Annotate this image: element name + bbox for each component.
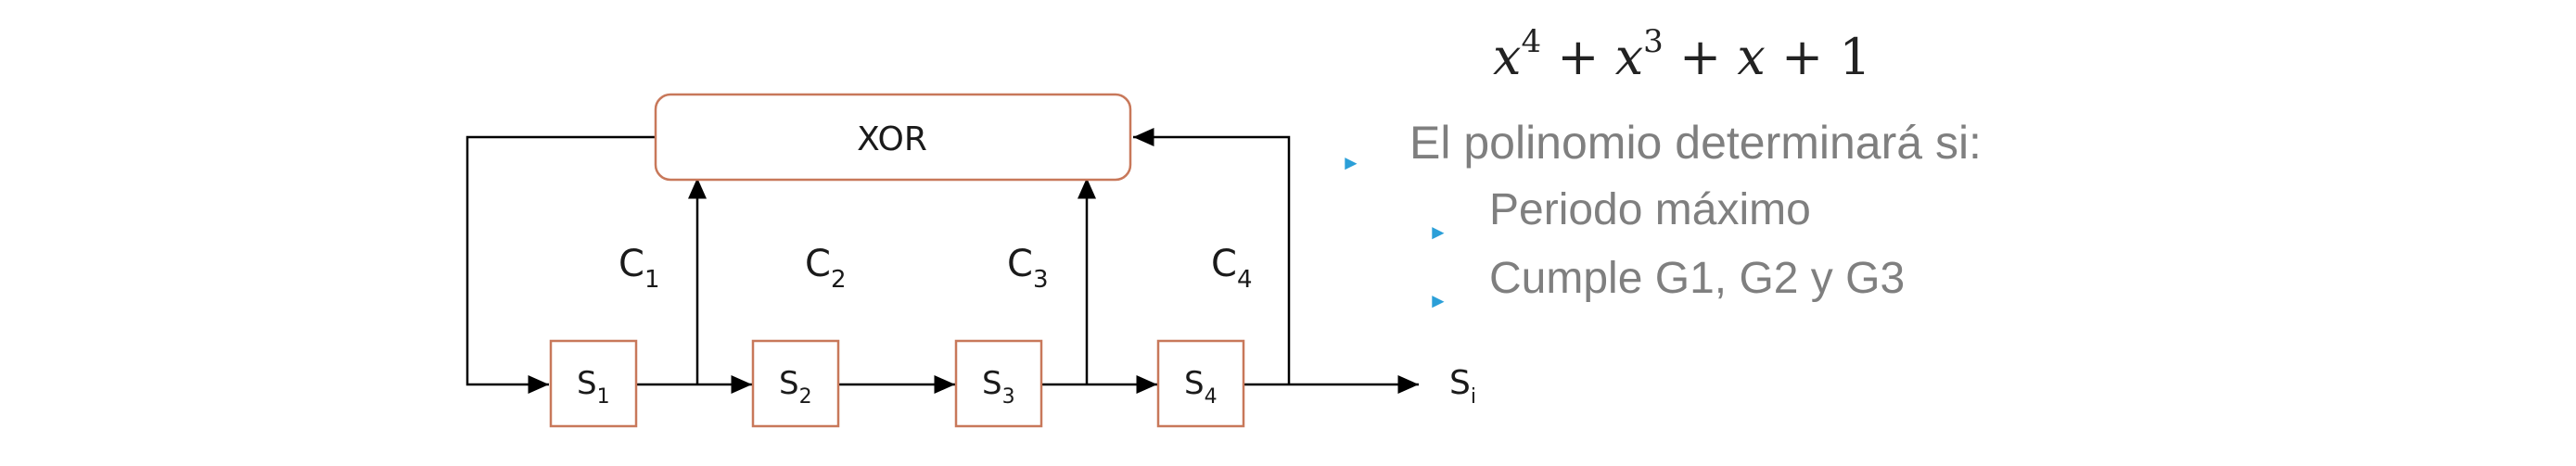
register-label-s4: S4 xyxy=(1184,365,1218,409)
xor-box xyxy=(654,93,1132,182)
triangle-bullet-icon: ► xyxy=(1428,289,1448,312)
register-label-s3: S3 xyxy=(982,365,1015,409)
term-constant: 1 xyxy=(1839,28,1871,86)
bullet-item-periodo: ► Periodo máximo xyxy=(1335,176,1982,245)
triangle-bullet-icon: ► xyxy=(1341,151,1361,174)
register-box-s3 xyxy=(954,339,1043,428)
output-label: Si xyxy=(1449,364,1476,409)
tap-arrow-right xyxy=(1133,128,1291,384)
term-x: x xyxy=(1737,28,1766,86)
bullet-item-text: Cumple G1, G2 y G3 xyxy=(1489,254,1906,303)
register-box-s1 xyxy=(549,339,638,428)
register-label-s1: S1 xyxy=(577,365,610,409)
bullet-list: ► El polinomio determinará si: ► Periodo… xyxy=(1335,109,1982,313)
register-label-s2: S2 xyxy=(779,365,812,409)
term-x4: x4 xyxy=(1493,23,1542,86)
register-box-s4 xyxy=(1156,339,1245,428)
connection-lines xyxy=(465,128,1419,394)
register-box-s2 xyxy=(751,339,840,428)
coefficient-label-c1: C1 xyxy=(618,243,659,294)
bullet-item-cumple: ► Cumple G1, G2 y G3 xyxy=(1335,245,1982,313)
bullet-heading: ► El polinomio determinará si: xyxy=(1335,109,1982,176)
coefficient-label-c4: C4 xyxy=(1211,243,1252,294)
coefficient-label-c2: C2 xyxy=(805,243,846,294)
bullet-item-text: Periodo máximo xyxy=(1489,185,1811,234)
coefficient-label-c3: C3 xyxy=(1007,243,1048,294)
polynomial-formula: x4 + x3 + x + 1 xyxy=(1493,23,1871,86)
xor-label: XOR xyxy=(857,120,927,158)
triangle-bullet-icon: ► xyxy=(1428,220,1448,244)
bullet-heading-text: El polinomio determinará si: xyxy=(1409,117,1982,169)
term-x3: x3 xyxy=(1614,23,1664,86)
feedback-line xyxy=(465,135,656,394)
